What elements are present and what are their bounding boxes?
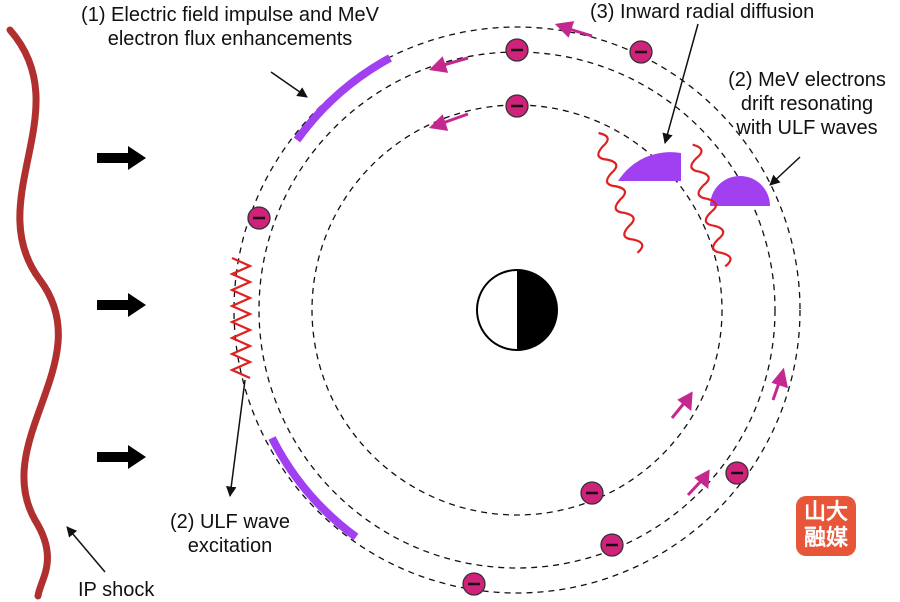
electron: [247, 206, 271, 230]
ulf-wave-outer: [690, 143, 732, 268]
ulf-wave-left: [229, 256, 253, 380]
drift-arrow: [771, 367, 788, 401]
drift-arrow: [670, 391, 693, 419]
label-ulf-line2: excitation: [187, 535, 273, 557]
flux-enhancement-arcs: [268, 54, 392, 541]
label-drift-resonating: (2) MeV electrons drift resonating with …: [712, 68, 900, 140]
label-inward-radial-diffusion: (3) Inward radial diffusion: [590, 1, 815, 23]
drift-arrows: [428, 21, 788, 497]
ulf-waves: [229, 131, 732, 380]
black-arrow-mid: [97, 293, 146, 317]
watermark-logo: 山大 融媒: [796, 496, 856, 556]
ulf-wave-inner: [597, 131, 644, 254]
label-drift-line2: drift resonating: [740, 93, 874, 115]
electron: [600, 533, 624, 557]
black-arrow-bottom: [97, 445, 146, 469]
label-electric-field-line2: electron flux enhancements: [107, 28, 353, 50]
black-arrow-top: [97, 146, 146, 170]
flux-arc-top: [293, 54, 392, 143]
drift-arrow: [686, 469, 710, 497]
outer-orbit: [233, 26, 801, 594]
earth-icon: [476, 269, 558, 351]
watermark-line2: 融媒: [803, 526, 848, 551]
solar-wind-arrows: [97, 146, 146, 469]
drift-arrow: [428, 56, 469, 73]
pointer-arrows: [66, 23, 801, 573]
label-ulf-wave-excitation: (2) ULF wave excitation: [150, 510, 310, 558]
pointer-label2a: [769, 156, 801, 186]
pointer-shock: [66, 526, 106, 573]
label-ip-shock: IP shock: [78, 579, 155, 601]
label-drift-line3: with ULF waves: [736, 117, 878, 139]
electron: [580, 481, 604, 505]
electron: [505, 38, 529, 62]
ip-shock-wave: [6, 26, 62, 600]
label-electric-field-line1: (1) Electric field impulse and MeV: [81, 4, 379, 26]
electrons: [247, 38, 749, 596]
purple-quarter-shape: [618, 152, 681, 181]
electron: [505, 94, 529, 118]
purple-half-shape: [710, 176, 770, 206]
flux-arc-bottom: [268, 436, 359, 541]
label-electric-field-impulse: (1) Electric field impulse and MeV elect…: [68, 3, 392, 51]
pointer-label3: [662, 23, 699, 145]
inner-orbit: [311, 104, 723, 516]
watermark-line1: 山大: [803, 500, 848, 525]
electron: [462, 572, 486, 596]
electron: [629, 40, 653, 64]
label-drift-line1: (2) MeV electrons: [728, 69, 886, 91]
drift-arrow: [428, 112, 469, 131]
drift-arrow: [554, 21, 593, 38]
electron: [725, 461, 749, 485]
label-ulf-line1: (2) ULF wave: [169, 511, 291, 533]
pointer-label2b: [226, 379, 246, 498]
pointer-label1: [270, 71, 308, 98]
